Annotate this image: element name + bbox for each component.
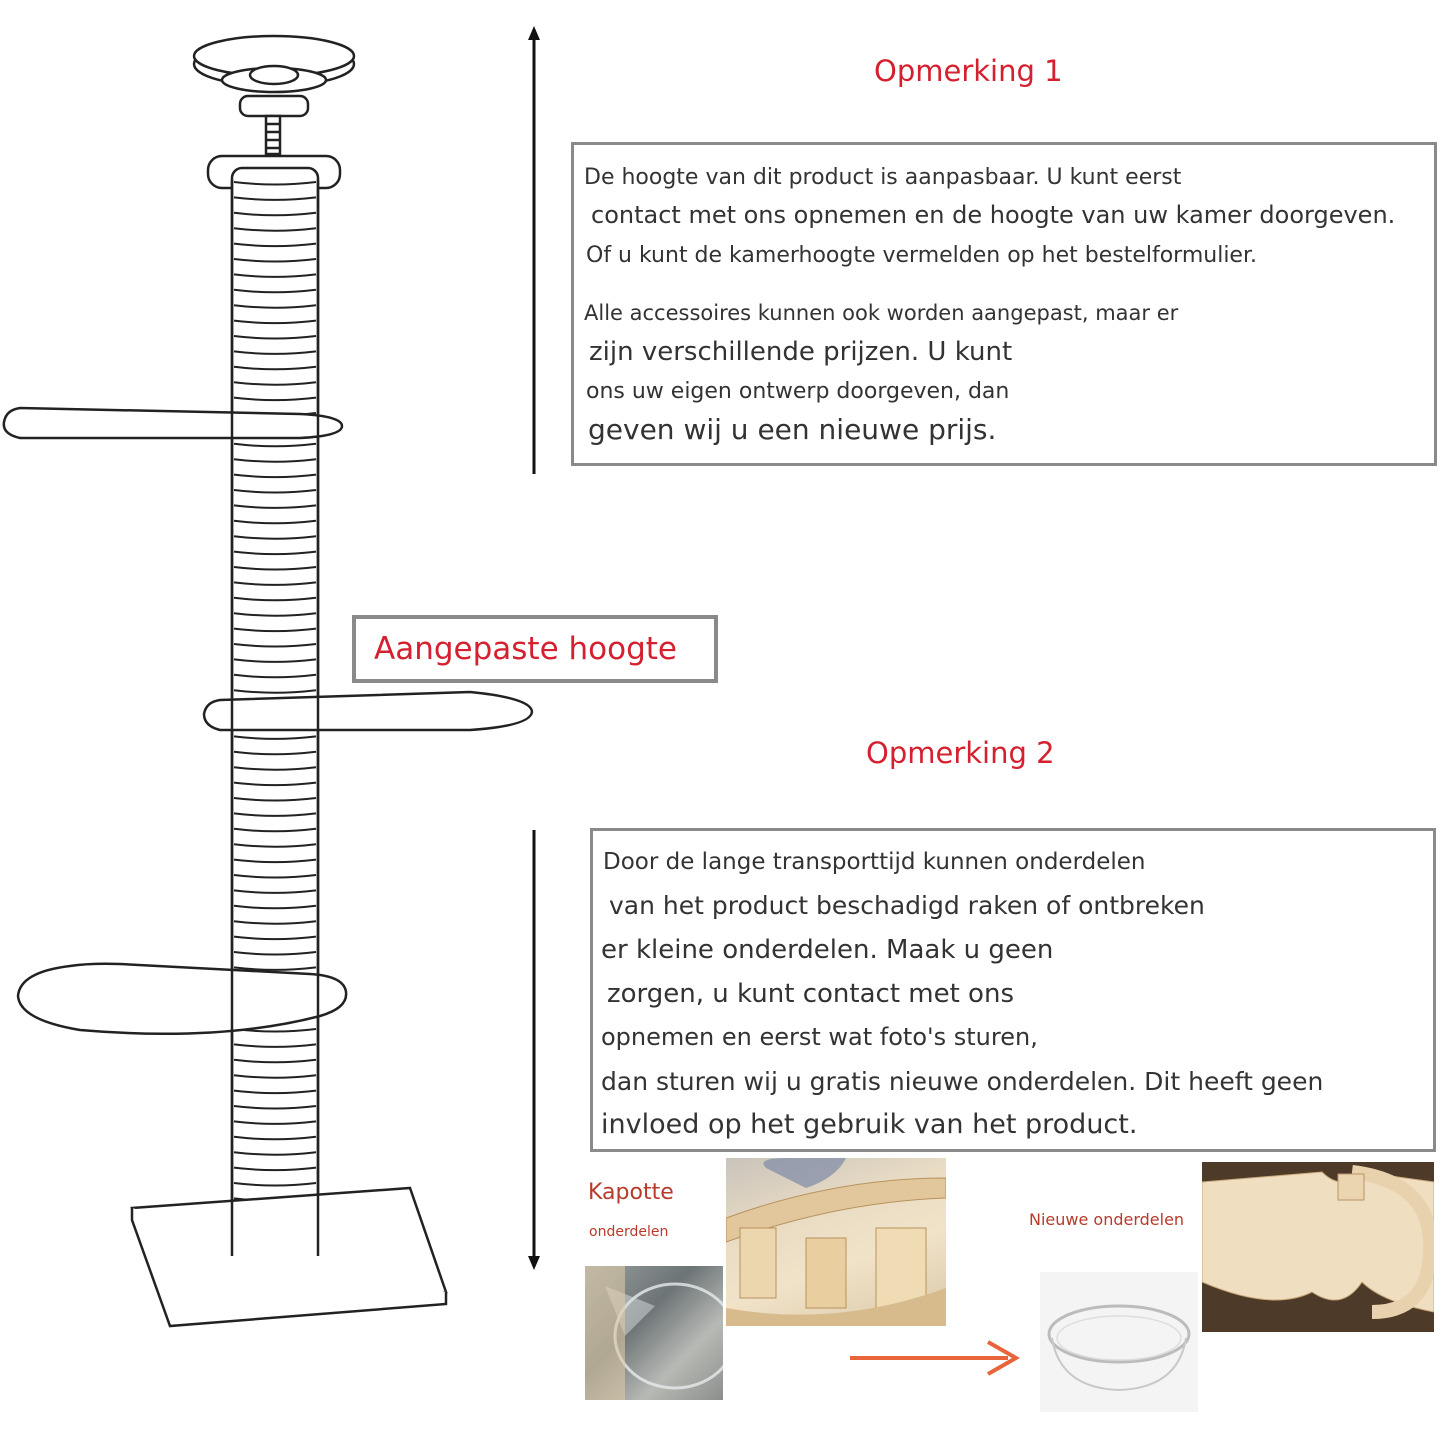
remark2-box: Door de lange transporttijd kunnen onder…	[590, 828, 1436, 1152]
remark1-title: Opmerking 1	[874, 54, 1063, 88]
sisal-ring	[233, 966, 317, 971]
sisal-ring	[233, 1105, 317, 1110]
custom-height-label-box: Aangepaste hoogte	[352, 615, 718, 683]
sisal-ring	[233, 273, 317, 278]
height-arrow-icon	[528, 26, 540, 474]
sisal-ring	[233, 350, 317, 355]
sisal-ring	[233, 1043, 317, 1048]
remark2-title: Opmerking 2	[866, 736, 1055, 770]
height-arrow-icon	[528, 830, 540, 1270]
remark2-line: opnemen en eerst wat foto's sturen,	[601, 1023, 1038, 1051]
sisal-ring	[233, 304, 317, 309]
right-arrow-icon	[850, 1340, 1021, 1376]
sisal-ring	[233, 750, 317, 756]
remark1-line: geven wij u een nieuwe prijs.	[588, 413, 997, 446]
sisal-ring	[233, 658, 317, 663]
sisal-ring	[233, 1166, 317, 1172]
remark2-line: zorgen, u kunt contact met ons	[607, 979, 1014, 1009]
sisal-ring	[233, 1135, 317, 1141]
cat-tree-drawing	[2, 34, 534, 1328]
sisal-ring	[233, 874, 317, 879]
sisal-ring	[233, 242, 317, 248]
sisal-ring	[233, 473, 317, 479]
sisal-ring	[233, 381, 317, 386]
sisal-ring	[233, 288, 317, 294]
sisal-ring	[233, 627, 317, 633]
sisal-ring	[233, 596, 317, 602]
sisal-ring	[233, 1074, 317, 1079]
sisal-ring	[233, 1182, 317, 1187]
broken-parts-subtitle: onderdelen	[589, 1224, 669, 1240]
remark1-line: Alle accessoires kunnen ook worden aange…	[584, 301, 1179, 325]
sisal-ring	[233, 211, 317, 217]
remark2-line: invloed op het gebruik van het product.	[601, 1109, 1138, 1140]
sisal-ring	[233, 335, 317, 340]
sisal-ring	[233, 858, 317, 864]
sisal-ring	[233, 181, 317, 186]
new-wood-photo	[1202, 1162, 1434, 1332]
sisal-ring	[233, 550, 317, 556]
broken-parts-title: Kapotte	[588, 1180, 674, 1205]
remark1-line: ons uw eigen ontwerp doorgeven, dan	[586, 379, 1010, 404]
sisal-ring	[233, 258, 317, 263]
sisal-ring	[233, 1151, 317, 1156]
sisal-ring	[233, 1120, 317, 1125]
remark2-line: Door de lange transporttijd kunnen onder…	[603, 849, 1146, 875]
broken-bowl-photo	[585, 1266, 723, 1400]
sisal-ring	[233, 766, 317, 771]
broken-wood-photo	[726, 1158, 946, 1326]
remark1-box: De hoogte van dit product is aanpasbaar.…	[571, 142, 1437, 466]
sisal-ring	[233, 319, 317, 325]
remark2-line: er kleine onderdelen. Maak u geen	[601, 935, 1054, 965]
remark1-line: contact met ons opnemen en de hoogte van…	[591, 201, 1396, 229]
sisal-ring	[233, 920, 317, 925]
sisal-ring	[233, 643, 317, 648]
sisal-ring	[233, 535, 317, 540]
custom-height-label: Aangepaste hoogte	[374, 631, 677, 667]
sisal-ring	[233, 889, 317, 894]
sisal-ring	[233, 951, 317, 956]
sisal-ring	[233, 735, 317, 740]
sisal-ring	[233, 442, 317, 448]
sisal-ring	[233, 365, 317, 371]
sisal-ring	[233, 396, 317, 402]
sisal-ring	[233, 673, 317, 679]
new-bowl-photo	[1040, 1272, 1198, 1412]
sisal-ring	[233, 843, 317, 848]
sisal-ring	[233, 458, 317, 463]
remark2-line: dan sturen wij u gratis nieuwe onderdele…	[601, 1067, 1324, 1096]
sisal-ring	[233, 566, 317, 571]
sisal-ring	[233, 904, 317, 910]
sisal-ring	[233, 612, 317, 617]
new-parts-label: Nieuwe onderdelen	[1029, 1210, 1185, 1229]
remark2-line: van het product beschadigd raken of ontb…	[609, 891, 1205, 920]
sisal-ring	[233, 519, 317, 525]
sisal-ring	[233, 689, 317, 694]
remark1-line: zijn verschillende prijzen. U kunt	[589, 337, 1013, 367]
sisal-ring	[233, 812, 317, 817]
sisal-ring	[233, 797, 317, 802]
sisal-ring	[233, 196, 317, 201]
sisal-ring	[233, 489, 317, 494]
sisal-ring	[233, 935, 317, 941]
remark1-line: Of u kunt de kamerhoogte vermelden op he…	[586, 243, 1257, 268]
sisal-ring	[233, 1089, 317, 1095]
sisal-ring	[233, 827, 317, 833]
sisal-ring	[233, 581, 317, 586]
remark1-line: De hoogte van dit product is aanpasbaar.…	[584, 165, 1182, 190]
sisal-ring	[233, 1058, 317, 1064]
sisal-ring	[233, 504, 317, 509]
sisal-ring	[233, 781, 317, 787]
sisal-ring	[233, 227, 317, 232]
